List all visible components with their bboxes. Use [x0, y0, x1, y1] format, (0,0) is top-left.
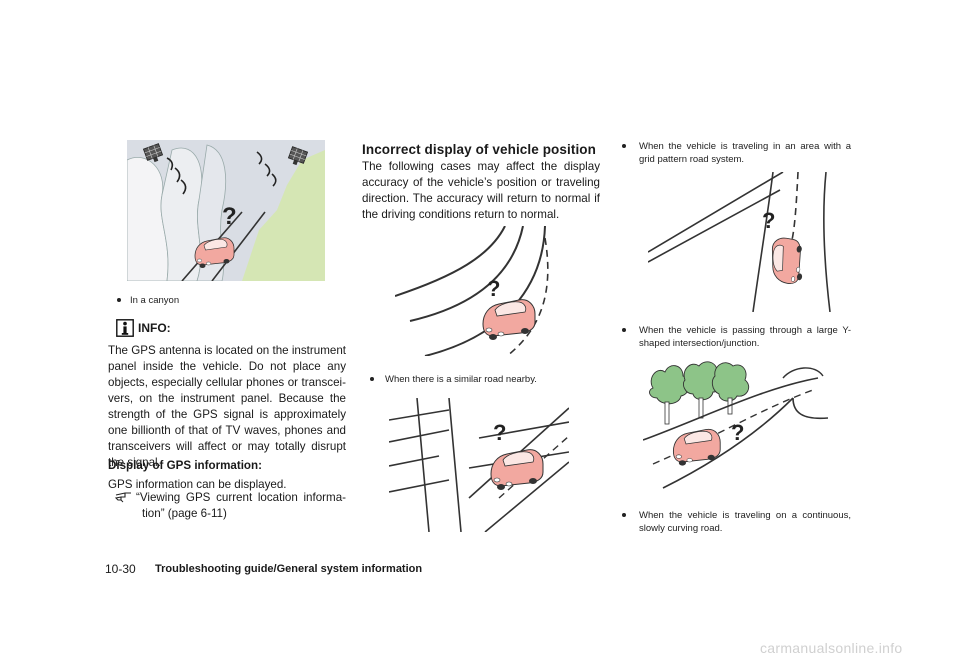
pointing-hand-icon	[114, 489, 133, 503]
curve-caption-line-2: slowly curving road.	[639, 523, 723, 534]
info-label: INFO:	[138, 321, 171, 335]
y-caption-line-1: When the vehicle is passing through a la…	[639, 325, 851, 336]
y-junction-illustration: ?	[642, 358, 829, 498]
canyon-caption: In a canyon	[130, 295, 180, 306]
incorrect-display-heading: Incorrect display of vehicle position	[362, 142, 597, 157]
section-title: Troubleshooting guide/General system inf…	[155, 563, 423, 575]
question-mark: ?	[487, 276, 500, 301]
tree-icon	[711, 362, 750, 415]
gps-reference-link[interactable]: “Viewing GPS current location informa- t…	[136, 490, 346, 522]
canyon-illustration: ?	[126, 140, 325, 282]
y-intersection-caption: When the vehicle is passing through a la…	[639, 324, 851, 350]
car-icon	[482, 299, 536, 341]
bullet	[622, 328, 626, 332]
question-mark: ?	[493, 420, 506, 445]
page-number: 10-30	[105, 562, 136, 576]
watermark: carmanualsonline.info	[760, 640, 903, 656]
display-gps-text: GPS information can be displayed.	[108, 478, 287, 491]
y-caption-line-2: shaped intersection/junction.	[639, 338, 760, 349]
bullet	[622, 513, 626, 517]
car-icon	[490, 449, 544, 491]
question-mark: ?	[762, 208, 775, 233]
grid-pattern-caption: When the vehicle is traveling in an area…	[639, 140, 851, 166]
grid-caption-line-2: grid pattern road system.	[639, 154, 745, 165]
display-gps-heading: Display of GPS information:	[108, 459, 262, 472]
incorrect-display-intro: The following cases may affect the displ…	[362, 160, 600, 221]
curve-caption-line-1: When the vehicle is traveling on a conti…	[639, 510, 851, 521]
info-paragraph: The GPS antenna is located on the instru…	[108, 344, 346, 469]
question-mark: ?	[222, 203, 237, 230]
similar-road-caption: When there is a similar road nearby.	[385, 374, 537, 385]
grid-caption-line-1: When the vehicle is traveling in an area…	[639, 141, 851, 152]
info-icon	[116, 319, 134, 337]
curved-road-illustration: ?	[394, 225, 565, 357]
reference-line-2: tion” (page 6-11)	[142, 507, 227, 520]
bullet	[622, 144, 626, 148]
intersection-illustration: ?	[388, 397, 570, 533]
car-icon	[766, 235, 809, 287]
question-mark: ?	[731, 420, 744, 445]
reference-line-1: “Viewing GPS current location informa-	[136, 491, 346, 504]
bullet	[117, 298, 121, 302]
grid-road-illustration: ?	[647, 171, 833, 313]
curving-road-caption: When the vehicle is traveling on a conti…	[639, 509, 851, 535]
bullet	[370, 377, 374, 381]
